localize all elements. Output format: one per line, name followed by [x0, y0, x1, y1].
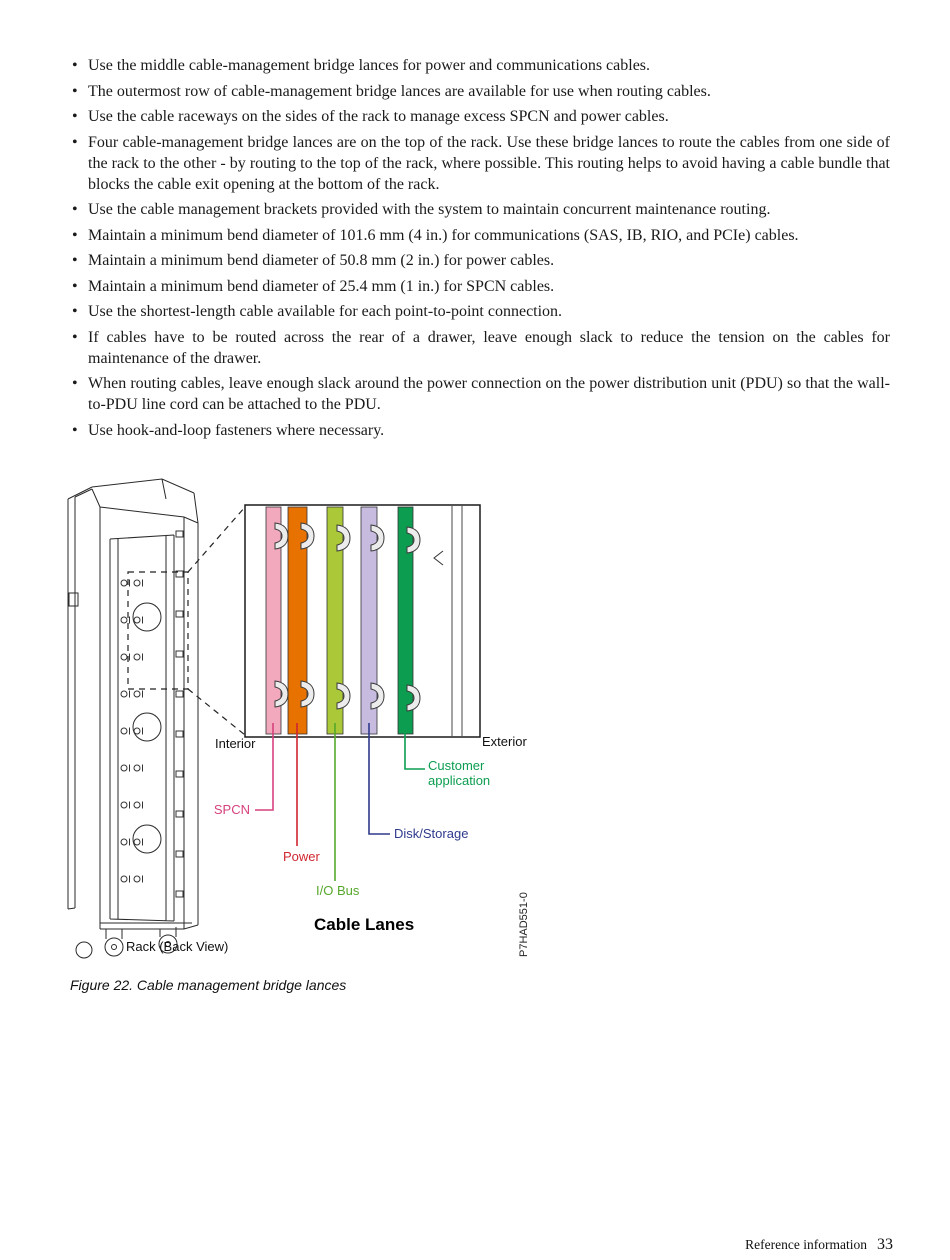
bullet-item: Maintain a minimum bend diameter of 50.8… [70, 250, 890, 271]
figure-id: P7HAD551-0 [518, 891, 530, 957]
bullet-item: Maintain a minimum bend diameter of 101.… [70, 225, 890, 246]
bullet-item: The outermost row of cable-management br… [70, 81, 890, 102]
figure-title: Cable Lanes [314, 914, 415, 934]
lane-label-io-bus: I/O Bus [316, 882, 360, 898]
bullet-item: Use the cable raceways on the sides of t… [70, 106, 890, 127]
footer-section-label: Reference information [745, 1237, 867, 1252]
lane-label-spcn: SPCN [213, 801, 250, 817]
bullet-item: Use the middle cable-management bridge l… [70, 55, 890, 76]
bullet-list: Use the middle cable-management bridge l… [70, 55, 890, 441]
bullet-item: Use the cable management brackets provid… [70, 199, 890, 220]
disk-storage-leader-line [368, 722, 390, 835]
rack-back-view-label: Rack (Back View) [126, 938, 229, 954]
page-footer: Reference information 33 [745, 1236, 893, 1254]
lane-label-disk-storage: Disk/Storage [394, 825, 469, 841]
cable-lane-bar-disk-storage [360, 506, 378, 734]
bullet-item: When routing cables, leave enough slack … [70, 373, 890, 415]
figure-cable-lanes: Interior Exterior SPCN Power I/O Bus Dis… [62, 477, 622, 969]
bullet-item: Maintain a minimum bend diameter of 25.4… [70, 276, 890, 297]
rack-drawing [67, 477, 199, 958]
bullet-item: Use hook-and-loop fasteners where necess… [70, 420, 890, 441]
bullet-item: Use the shortest-length cable available … [70, 301, 890, 322]
page-number: 33 [877, 1236, 893, 1253]
interior-label: Interior [215, 735, 256, 751]
bullet-item: Four cable-management bridge lances are … [70, 132, 890, 195]
lane-label-customer-application: Customer application [428, 757, 491, 788]
spcn-leader-line [255, 722, 274, 811]
lane-label-power: Power [283, 848, 320, 864]
detail-box [244, 503, 481, 738]
zoom-dashed-lines [127, 506, 246, 735]
side-marker-icon [433, 550, 444, 565]
figure-caption: Figure 22. Cable management bridge lance… [70, 976, 347, 993]
bullet-item: If cables have to be routed across the r… [70, 327, 890, 369]
customer-application-leader-line [404, 722, 425, 770]
cable-lane-bar-customer-application [397, 506, 414, 734]
cable-lane-bar-io-bus [326, 506, 344, 734]
exterior-label: Exterior [482, 733, 527, 749]
figure-line-art [67, 477, 481, 958]
